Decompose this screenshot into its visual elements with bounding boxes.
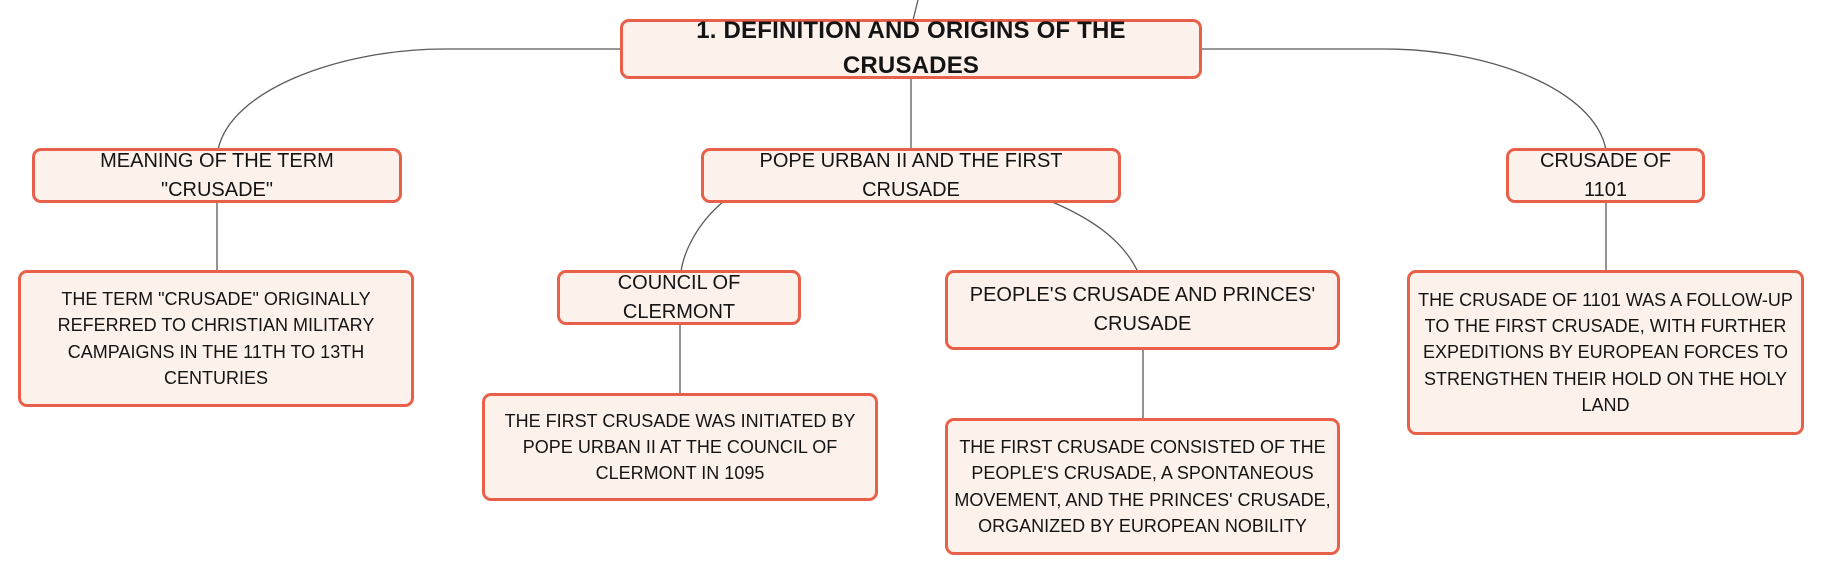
- subtopic-crusade1101-label: CRUSADE OF 1101: [1539, 149, 1672, 201]
- subtopic-peoples-node[interactable]: PEOPLE'S CRUSADE AND PRINCES' CRUSADE: [945, 270, 1340, 350]
- detail-crusade1101-node[interactable]: THE CRUSADE OF 1101 WAS A FOLLOW-UP TO T…: [1407, 270, 1804, 435]
- subtopic-clermont-label: COUNCIL OF CLERMONT: [617, 271, 741, 323]
- detail-clermont-text: THE FIRST CRUSADE WAS INITIATED BY POPE …: [504, 410, 856, 484]
- detail-peoples-text: THE FIRST CRUSADE CONSISTED OF THE PEOPL…: [954, 437, 1331, 536]
- subtopic-urban-node[interactable]: POPE URBAN II AND THE FIRST CRUSADE: [701, 148, 1121, 203]
- connector-root-to-meaning: [217, 48, 620, 151]
- connector-urban-to-peoples: [1049, 200, 1139, 273]
- root-topic-label: 1. DEFINITION AND ORIGINS OF THE CRUSADE…: [696, 17, 1126, 79]
- subtopic-clermont-node[interactable]: COUNCIL OF CLERMONT: [557, 270, 801, 325]
- connector-urban-to-clermont: [680, 200, 725, 273]
- root-topic-node[interactable]: 1. DEFINITION AND ORIGINS OF THE CRUSADE…: [620, 17, 1202, 79]
- subtopic-meaning-node[interactable]: MEANING OF THE TERM "CRUSADE": [32, 148, 402, 203]
- detail-meaning-text: THE TERM "CRUSADE" ORIGINALLY REFERRED T…: [57, 289, 375, 388]
- subtopic-meaning-label: MEANING OF THE TERM "CRUSADE": [100, 149, 334, 201]
- detail-peoples-node[interactable]: THE FIRST CRUSADE CONSISTED OF THE PEOPL…: [945, 418, 1340, 555]
- subtopic-crusade1101-node[interactable]: CRUSADE OF 1101: [1506, 148, 1705, 203]
- connector-root-to-crusade1101: [1202, 48, 1607, 151]
- subtopic-peoples-label: PEOPLE'S CRUSADE AND PRINCES' CRUSADE: [969, 284, 1316, 335]
- detail-meaning-node[interactable]: THE TERM "CRUSADE" ORIGINALLY REFERRED T…: [18, 270, 414, 407]
- detail-clermont-node[interactable]: THE FIRST CRUSADE WAS INITIATED BY POPE …: [482, 393, 878, 501]
- detail-crusade1101-text: THE CRUSADE OF 1101 WAS A FOLLOW-UP TO T…: [1418, 290, 1793, 415]
- subtopic-urban-label: POPE URBAN II AND THE FIRST CRUSADE: [759, 149, 1063, 201]
